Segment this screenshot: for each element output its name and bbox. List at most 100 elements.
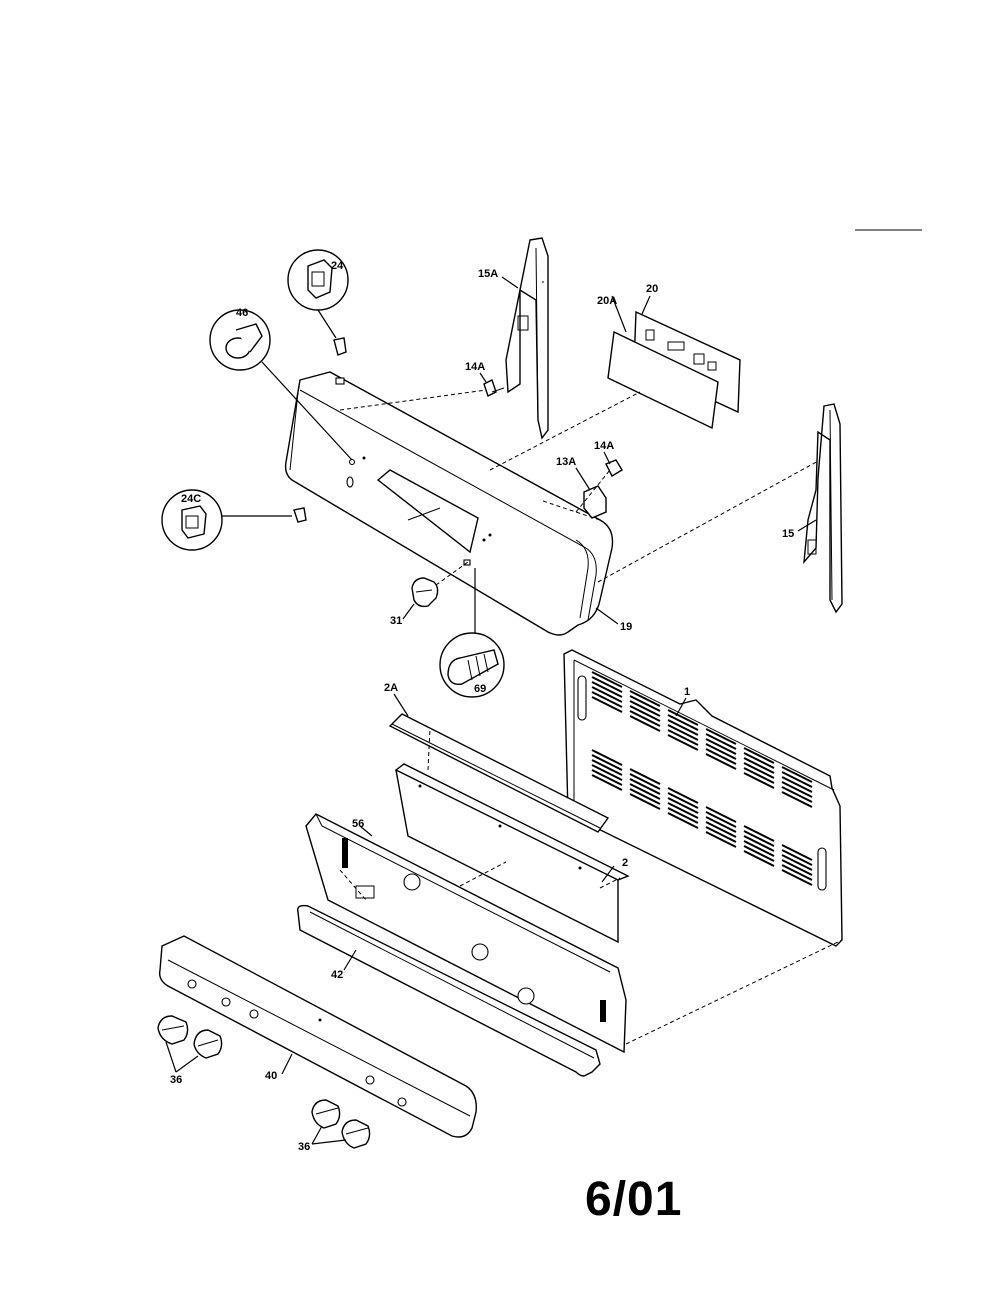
vent-slot (629, 773, 661, 790)
knob-36-c (311, 1099, 341, 1129)
callout-14a-top: 14A (465, 361, 485, 373)
vent-slot (781, 869, 813, 886)
vent-slot (667, 807, 699, 824)
vent-slot (667, 802, 699, 819)
callout-2a: 2A (384, 682, 398, 694)
callout-24: 24 (331, 260, 344, 272)
vent-slot (591, 774, 623, 791)
vent-slots (591, 671, 813, 886)
vent-slot (591, 681, 623, 698)
knob-31 (411, 561, 469, 608)
vent-slot (743, 752, 775, 769)
switch-24-inset (287, 249, 349, 356)
vent-slot (667, 719, 699, 736)
vent-slot (591, 754, 623, 771)
callout-36-right: 36 (298, 1141, 310, 1153)
vent-slot (667, 714, 699, 731)
vent-slot (705, 811, 737, 828)
vent-slot (781, 864, 813, 881)
date-code: 6/01 (585, 1173, 683, 1226)
vent-slot (705, 733, 737, 750)
vent-slot (667, 792, 699, 809)
vent-slot (629, 700, 661, 717)
callout-46: 46 (236, 307, 248, 319)
vent-slot (705, 806, 737, 823)
vent-slot (781, 859, 813, 876)
vent-slot (591, 671, 623, 688)
vent-slot (629, 788, 661, 805)
vent-slot (705, 753, 737, 770)
vent-slot (705, 816, 737, 833)
vent-slot (591, 691, 623, 708)
vent-slot (591, 686, 623, 703)
vent-slot (667, 724, 699, 741)
vent-slot (743, 757, 775, 774)
switch-24-part (333, 337, 347, 356)
callout-labels: 1 2 2A 13A 14A 14A 15 15A 19 20 20A 24 2… (170, 260, 794, 1153)
callout-24c: 24C (181, 493, 201, 505)
vent-slot (743, 845, 775, 862)
vent-slot (743, 850, 775, 867)
vent-slot (743, 835, 775, 852)
callout-20a: 20A (597, 295, 617, 307)
vent-slot (667, 787, 699, 804)
vent-slot (743, 772, 775, 789)
vent-slot (629, 715, 661, 732)
callout-20: 20 (646, 283, 658, 295)
vent-slot (743, 840, 775, 857)
vent-slot (781, 776, 813, 793)
panel-2 (394, 763, 630, 944)
clip-14a-right (605, 459, 623, 477)
vent-slot (705, 826, 737, 843)
overlay-20a (607, 330, 719, 430)
vent-slot (705, 821, 737, 838)
trim-2a (388, 713, 610, 833)
callout-31: 31 (390, 615, 402, 627)
vent-slot (629, 793, 661, 810)
callout-56: 56 (352, 818, 364, 830)
vent-slot (743, 767, 775, 784)
callout-2: 2 (622, 857, 628, 869)
vent-slot (667, 812, 699, 829)
vent-slot (591, 676, 623, 693)
vent-slot (743, 825, 775, 842)
vent-slot (781, 781, 813, 798)
vent-slot (591, 769, 623, 786)
vent-slot (705, 743, 737, 760)
vent-slot (743, 762, 775, 779)
vent-slot (591, 759, 623, 776)
control-panel-backguard (284, 371, 614, 636)
vent-slot (705, 748, 737, 765)
rear-panel-1 (563, 649, 843, 947)
vent-slot (781, 849, 813, 866)
vent-slot (591, 696, 623, 713)
end-bracket-15 (803, 403, 843, 614)
manifold-panel-56 (305, 813, 627, 1054)
vent-slot (743, 830, 775, 847)
callout-13a: 13A (556, 456, 576, 468)
switch-24c-inset (161, 489, 307, 551)
callout-15a: 15A (478, 268, 498, 280)
callout-40: 40 (265, 1070, 277, 1082)
end-bracket-15a (505, 237, 549, 440)
vent-slot (781, 854, 813, 871)
vent-slot (629, 710, 661, 727)
clip-14a-top (483, 379, 505, 397)
vent-slot (629, 695, 661, 712)
vent-slot (705, 831, 737, 848)
callout-42: 42 (331, 969, 343, 981)
vent-slot (667, 729, 699, 746)
trim-strip-42 (297, 904, 601, 1077)
vent-slot (591, 749, 623, 766)
vent-slot (629, 778, 661, 795)
manifold-cover-40 (158, 935, 477, 1138)
vent-slot (781, 771, 813, 788)
clip-13a (583, 485, 607, 519)
vent-slot (591, 764, 623, 781)
leader-lines (165, 276, 817, 1145)
vent-slot (705, 728, 737, 745)
vent-slot (781, 766, 813, 783)
knob-36-b (193, 1029, 223, 1059)
